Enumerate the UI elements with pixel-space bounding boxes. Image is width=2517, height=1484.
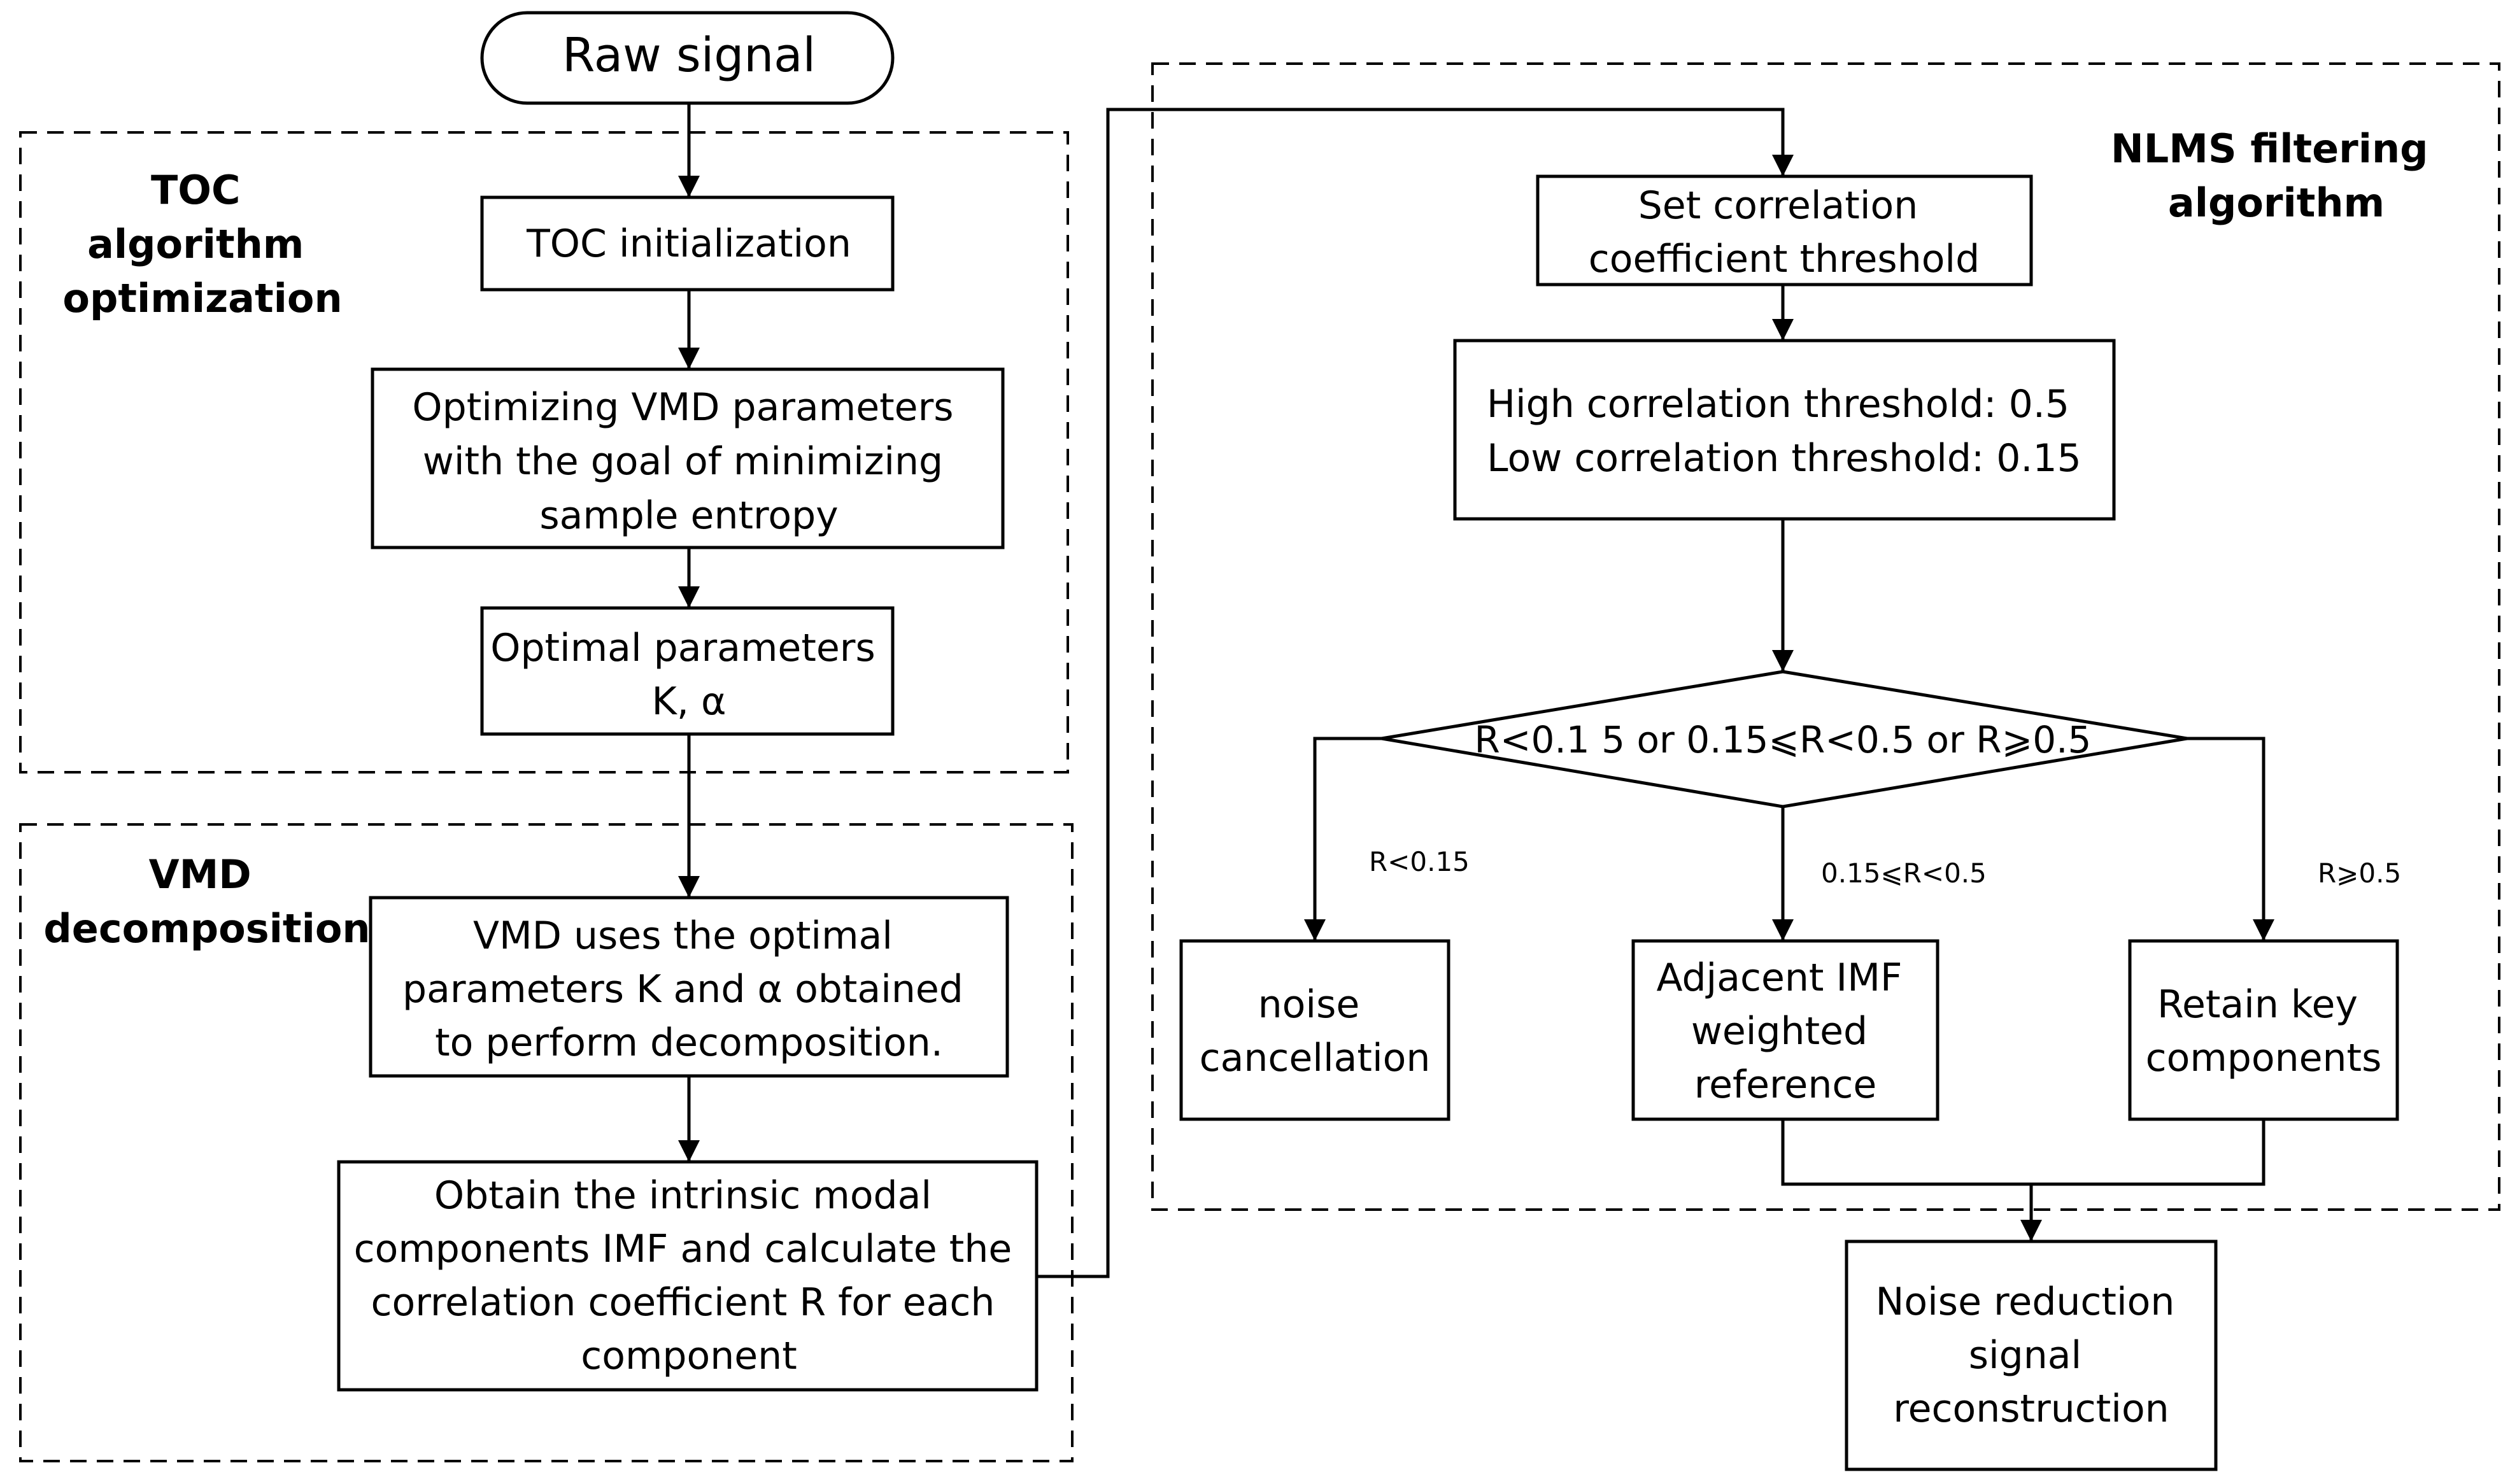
toc-group xyxy=(19,131,1069,774)
reconstruction-node xyxy=(1845,1240,2218,1471)
correlation-decision-label: R<0.1 5 or 0.15⩽R<0.5 or R⩾0.5 xyxy=(1475,718,2092,761)
vmd-decompose-node xyxy=(369,896,1009,1078)
set-threshold-node xyxy=(1536,174,2033,286)
raw-signal-label: Raw signal xyxy=(562,28,816,83)
retain-key-node xyxy=(2128,939,2399,1121)
obtain-imf-label: Obtain the intrinsic modal components IM… xyxy=(354,1173,1025,1378)
edge-merge-bus xyxy=(1781,1119,2265,1186)
raw-signal-node xyxy=(480,11,895,105)
adjacent-imf-node xyxy=(1631,939,1939,1121)
edge-label-low: R<0.15 xyxy=(1369,846,1470,877)
toc-group-title: TOC algorithm optimization xyxy=(62,167,342,322)
set-threshold-label: Set correlation coefficient threshold xyxy=(1589,183,1980,281)
optimal-params-label: Optimal parameters K, α xyxy=(490,626,888,724)
vmd-group xyxy=(19,823,1074,1462)
optimize-vmd-node xyxy=(371,367,1005,549)
vmd-decompose-label: VMD uses the optimal parameters K and α … xyxy=(402,914,975,1065)
optimize-vmd-label: Optimizing VMD parameters with the goal … xyxy=(412,385,965,538)
retain-key-label: Retain key components xyxy=(2146,982,2382,1080)
toc-init-label: TOC initialization xyxy=(526,222,851,266)
obtain-imf-node xyxy=(337,1160,1039,1392)
edge-label-mid: 0.15⩽R<0.5 xyxy=(1821,858,1987,889)
edge-label-high: R⩾0.5 xyxy=(2318,858,2401,889)
nlms-group-title: NLMS filtering algorithm xyxy=(2111,125,2442,226)
reconstruction-label: Noise reduction signal reconstruction xyxy=(1876,1280,2187,1431)
noise-cancellation-label: noise cancellation xyxy=(1200,982,1431,1080)
adjacent-imf-label: Adjacent IMF weighted reference xyxy=(1656,956,1914,1107)
edge-obtain-to-threshold xyxy=(1037,108,1794,1278)
threshold-values-node xyxy=(1453,339,2116,521)
nlms-group xyxy=(1151,62,2500,1211)
noise-cancellation-node xyxy=(1179,939,1450,1121)
edge-decision-to-retain xyxy=(2187,737,2274,941)
correlation-decision-node xyxy=(1381,670,2188,809)
optimal-params-node xyxy=(480,606,895,736)
vmd-group-title: VMD decomposition xyxy=(43,851,370,952)
toc-init-node xyxy=(480,195,895,292)
threshold-values-label: High correlation threshold: 0.5 Low corr… xyxy=(1487,382,2081,481)
edge-decision-to-noise xyxy=(1304,737,1382,941)
